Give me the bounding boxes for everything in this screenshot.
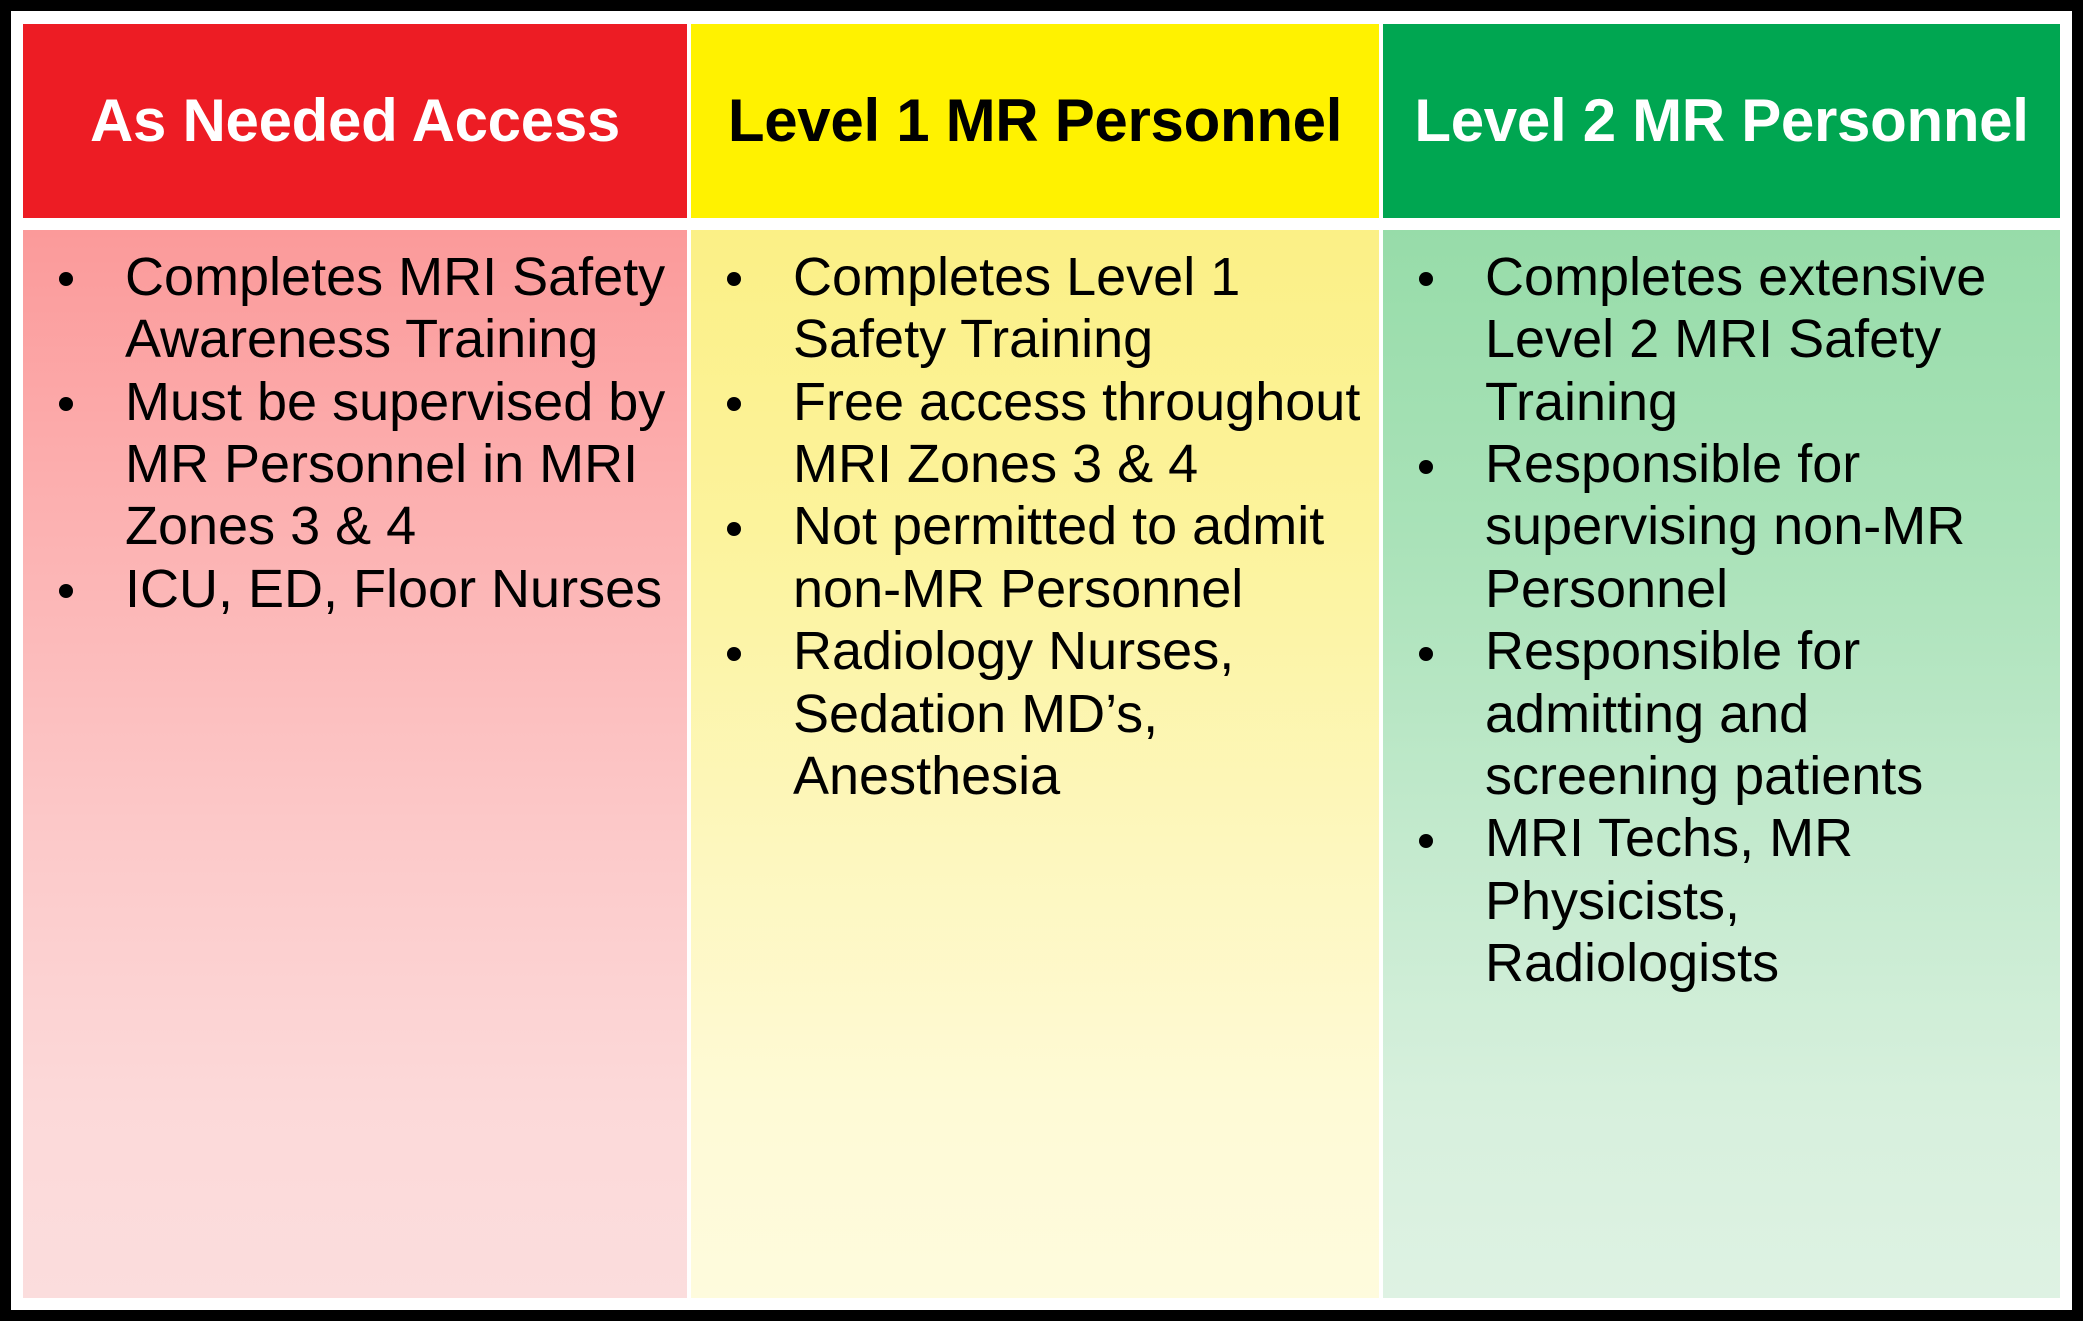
list-item-label: Completes Level 1 Safety Training [793, 247, 1241, 370]
header-body-divider [23, 218, 2060, 230]
bullet-dot-icon [59, 272, 73, 287]
bullet-dot-icon [727, 521, 741, 536]
column-header-level-2-mr-personnel: Level 2 MR Personnel [1383, 24, 2060, 218]
bullet-dot-icon [1419, 272, 1433, 287]
list-item-label: Must be supervised by MR Personnel in MR… [125, 371, 666, 557]
column-body-level-2-mr-personnel: Completes extensive Level 2 MRI Safety T… [1383, 230, 2060, 1298]
bullet-dot-icon [727, 397, 741, 412]
column-header-level-1-mr-personnel: Level 1 MR Personnel [691, 24, 1379, 218]
list-item: Completes Level 1 Safety Training [705, 246, 1365, 371]
list-item: MRI Techs, MR Physicists, Radiologists [1397, 807, 2046, 994]
bullet-dot-icon [727, 272, 741, 287]
list-item: Radiology Nurses, Sedation MD’s, Anesthe… [705, 620, 1365, 807]
bullet-dot-icon [727, 646, 741, 661]
table-grid: As Needed Access Level 1 MR Personnel Le… [11, 11, 2072, 1310]
list-item: Responsible for admitting and screening … [1397, 620, 2046, 807]
bullet-dot-icon [1419, 833, 1433, 848]
bullet-list-level-2-mr-personnel: Completes extensive Level 2 MRI Safety T… [1397, 246, 2046, 994]
list-item-label: Radiology Nurses, Sedation MD’s, Anesthe… [793, 621, 1235, 806]
bullet-dot-icon [59, 584, 73, 599]
list-item-label: MRI Techs, MR Physicists, Radiologists [1485, 808, 1854, 993]
list-item-label: Responsible for supervising non-MR Perso… [1485, 434, 1966, 619]
list-item: Responsible for supervising non-MR Perso… [1397, 433, 2046, 620]
column-body-level-1-mr-personnel: Completes Level 1 Safety Training Free a… [691, 230, 1379, 1298]
column-body-as-needed-access: Completes MRI Safety Awareness Training … [23, 230, 687, 1298]
list-item-label: Completes MRI Safety Awareness Training [125, 247, 666, 370]
list-item: ICU, ED, Floor Nurses [37, 558, 673, 620]
list-item: Free access throughout MRI Zones 3 & 4 [705, 371, 1365, 496]
bullet-dot-icon [1419, 646, 1433, 661]
list-item-label: Responsible for admitting and screening … [1485, 621, 1924, 806]
bullet-dot-icon [1419, 459, 1433, 474]
table-header-row: As Needed Access Level 1 MR Personnel Le… [23, 24, 2060, 218]
table-body-row: Completes MRI Safety Awareness Training … [23, 230, 2060, 1298]
list-item: Not permitted to admit non-MR Personnel [705, 495, 1365, 620]
bullet-dot-icon [59, 397, 73, 412]
bullet-list-as-needed-access: Completes MRI Safety Awareness Training … [37, 246, 673, 620]
list-item: Must be supervised by MR Personnel in MR… [37, 371, 673, 558]
list-item-label: Completes extensive Level 2 MRI Safety T… [1485, 247, 1987, 432]
list-item-label: ICU, ED, Floor Nurses [125, 558, 663, 619]
list-item-label: Not permitted to admit non-MR Personnel [793, 496, 1325, 619]
column-header-as-needed-access: As Needed Access [23, 24, 687, 218]
list-item: Completes MRI Safety Awareness Training [37, 246, 673, 371]
list-item: Completes extensive Level 2 MRI Safety T… [1397, 246, 2046, 433]
bullet-list-level-1-mr-personnel: Completes Level 1 Safety Training Free a… [705, 246, 1365, 807]
list-item-label: Free access throughout MRI Zones 3 & 4 [793, 371, 1361, 495]
